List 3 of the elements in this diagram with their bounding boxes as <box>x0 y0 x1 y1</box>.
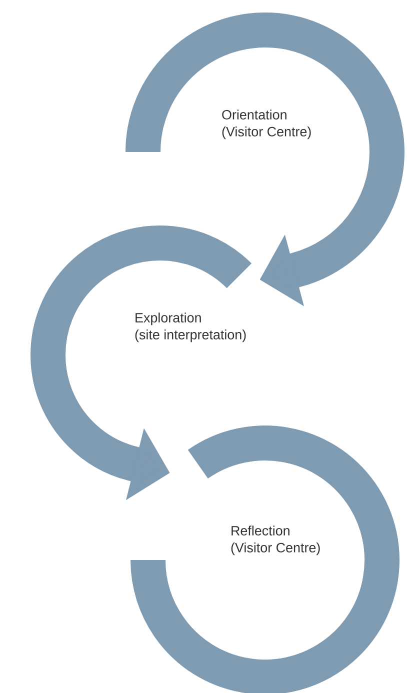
stage-label: Exploration (site interpretation) <box>135 312 246 342</box>
stage-label: Orientation (Visitor Centre) <box>222 110 311 140</box>
stage-label: Reflection (Visitor Centre) <box>231 526 320 556</box>
